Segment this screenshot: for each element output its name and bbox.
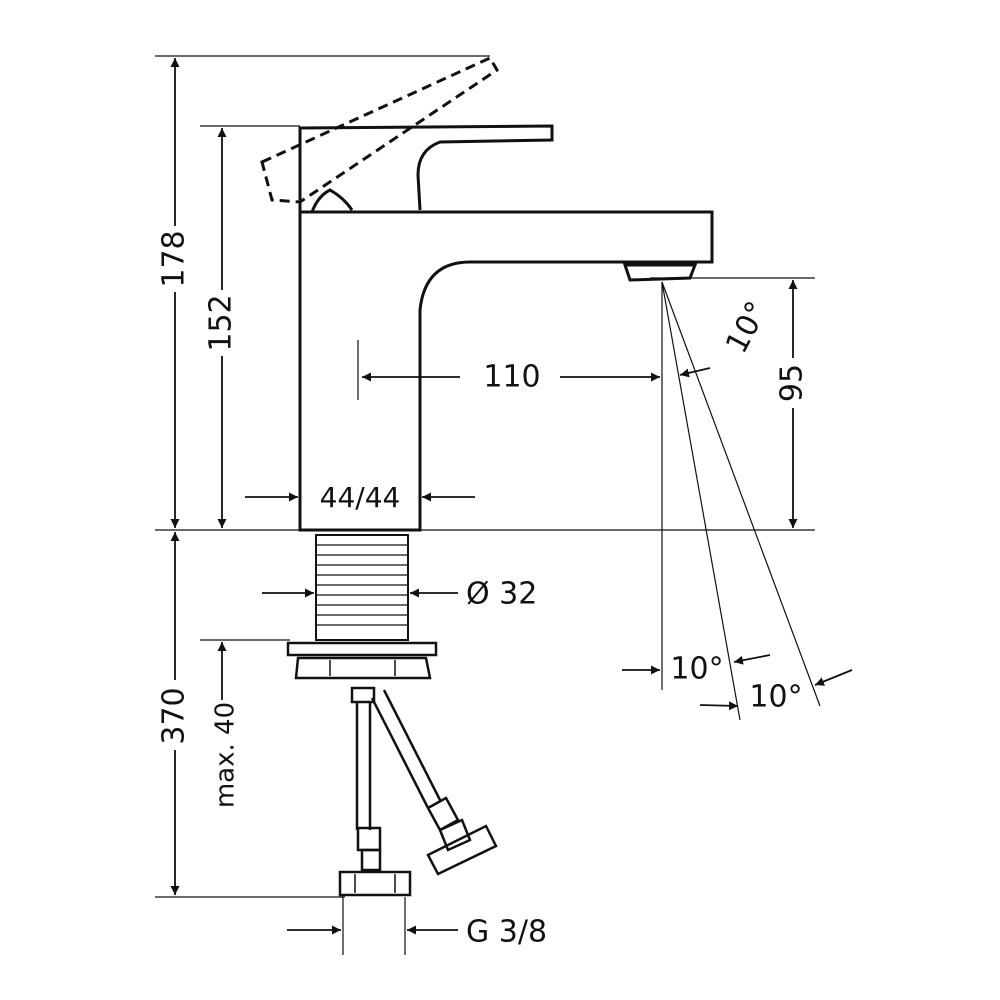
shank-body	[315, 534, 409, 641]
dimension-labels: 178 152 110 10° 95 44/44 Ø 32 370 max. 4…	[157, 226, 810, 950]
hose-straight	[338, 686, 412, 897]
label-10-bottom-2: 10°	[749, 680, 802, 715]
label-178: 178	[157, 230, 192, 287]
dim-10-bottom-arrow-4	[814, 669, 853, 686]
hose-angled	[370, 689, 498, 876]
label-152: 152	[204, 294, 239, 351]
label-diameter-32: Ø 32	[466, 577, 537, 612]
extension-lines	[155, 55, 821, 955]
label-g-3-8: G 3/8	[466, 915, 547, 950]
faucet-body	[298, 210, 714, 532]
dim-10-bottom-arrow-2	[733, 654, 771, 665]
label-110: 110	[483, 360, 540, 395]
mounting-nut	[286, 641, 438, 680]
label-95: 95	[775, 364, 810, 402]
label-44-44: 44/44	[320, 481, 401, 514]
lever-handle	[298, 124, 554, 212]
dim-10-bottom-arrow-3	[699, 701, 739, 711]
label-10-top: 10°	[719, 296, 775, 359]
label-10-bottom-1: 10°	[670, 652, 723, 687]
faucet-outline	[260, 56, 714, 532]
shank-threads	[316, 544, 408, 626]
label-max-40: max. 40	[211, 702, 241, 808]
dim-10-top-arrow	[679, 367, 711, 378]
lever-open-position	[260, 56, 500, 204]
lever-base	[310, 188, 354, 213]
label-370: 370	[157, 687, 192, 744]
threaded-shank	[315, 534, 409, 641]
dimension-arrows	[170, 58, 853, 935]
supply-hoses	[338, 686, 498, 897]
